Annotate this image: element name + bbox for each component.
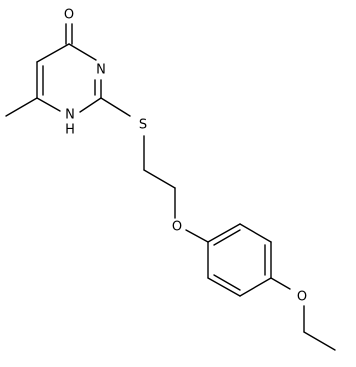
pyrimidinone-ring (5, 23, 102, 117)
bond-c2-s (100, 97, 131, 117)
bond-ch2-ch2 (143, 169, 176, 189)
bond-c6-methyl (5, 97, 38, 117)
bond-b1-b2-inner (213, 229, 241, 246)
atom-labels: O N N H S O O (64, 8, 307, 305)
ring-nh-nitrogen-label: N (65, 108, 75, 123)
carbonyl-oxygen-label: O (64, 8, 74, 23)
bond-b4-o (270, 277, 291, 290)
ring-nh-hydrogen-label: H (65, 123, 75, 138)
thioether-chain (100, 97, 209, 243)
bond-n1-c2 (79, 97, 102, 113)
bond-b2-b3 (239, 223, 272, 243)
bond-c4-c5 (36, 43, 70, 63)
ether-oxygen-label: O (172, 220, 182, 235)
bond-b1-b2 (207, 223, 241, 243)
bond-b4-b5 (239, 277, 272, 297)
ethoxy-oxygen-label: O (297, 290, 307, 305)
ethoxy-group (270, 277, 336, 351)
bond-o-aryl (185, 229, 209, 243)
bond-b5-b6 (207, 277, 241, 297)
bond-c4-n3 (68, 43, 97, 61)
thioether-sulfur-label: S (139, 118, 147, 133)
bond-b5-b6-inner (213, 274, 241, 291)
ring-nitrogen-label: N (96, 63, 106, 78)
bond-c6-n1 (36, 97, 61, 112)
benzene-ring (207, 223, 272, 297)
bond-ch2-ch3 (303, 331, 336, 351)
